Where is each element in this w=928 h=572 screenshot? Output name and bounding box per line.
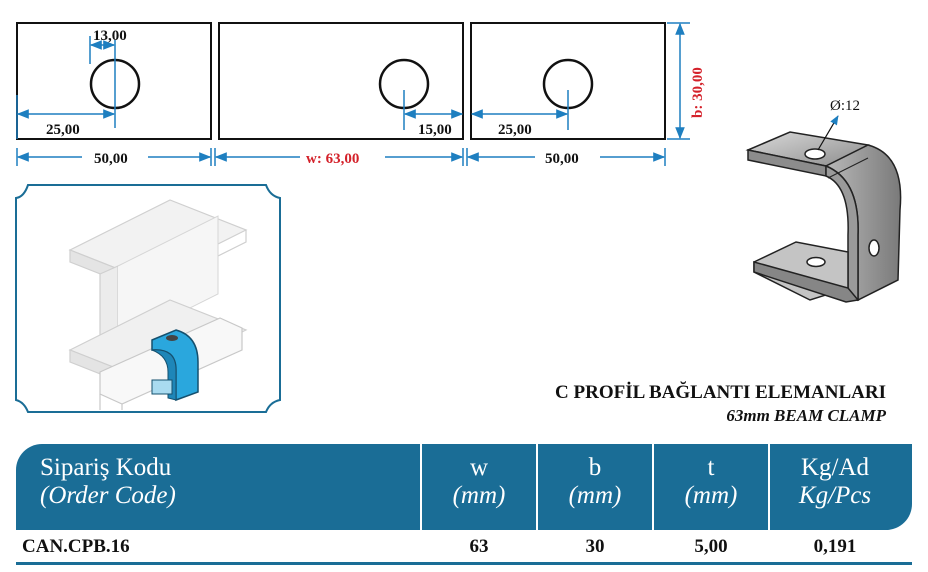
header-order-code: Sipariş Kodu (Order Code) [40, 454, 176, 509]
spec-table-header: Sipariş Kodu (Order Code) w (mm) b (mm) … [16, 444, 912, 530]
technical-drawing: 13,00 25,00 15,00 25,00 b: 30,00 50,00 w… [15, 22, 902, 413]
header-separator [652, 444, 654, 530]
plate-left [16, 22, 212, 140]
plate-right [470, 22, 690, 140]
width-dimension-line [16, 148, 666, 166]
header-separator [536, 444, 538, 530]
table-row: CAN.CPB.16 63 30 5,00 0,191 [16, 532, 912, 562]
dim-edge-left: 25,00 [46, 122, 80, 138]
header-separator [768, 444, 770, 530]
clamp-3d-illustration [745, 115, 902, 303]
dim-width-left: 50,00 [94, 151, 128, 167]
cell-t: 5,00 [694, 536, 728, 557]
application-illustration [15, 184, 281, 413]
dim-height-b: b: 30,00 [690, 67, 706, 118]
dim-width-right: 50,00 [545, 151, 579, 167]
cell-order-code: CAN.CPB.16 [22, 536, 130, 557]
product-title-en: 63mm BEAM CLAMP [726, 406, 886, 425]
dim-hole-diameter: Ø:12 [830, 98, 860, 114]
header-separator [420, 444, 422, 530]
cell-w: 63 [469, 536, 489, 557]
cell-weight: 0,191 [813, 536, 857, 557]
plate-middle [218, 22, 464, 140]
dim-width-w: w: 63,00 [306, 151, 359, 167]
header-t: t (mm) [684, 454, 738, 509]
header-weight: Kg/Ad Kg/Pcs [798, 454, 872, 509]
header-b: b (mm) [568, 454, 622, 509]
table-bottom-rule [16, 562, 912, 565]
header-w: w (mm) [452, 454, 506, 509]
product-title-tr: C PROFİL BAĞLANTI ELEMANLARI [555, 382, 886, 403]
dim-hole-offset-left: 13,00 [93, 28, 127, 44]
dim-edge-right: 25,00 [498, 122, 532, 138]
dim-edge-middle: 15,00 [418, 122, 452, 138]
cell-b: 30 [585, 536, 605, 557]
